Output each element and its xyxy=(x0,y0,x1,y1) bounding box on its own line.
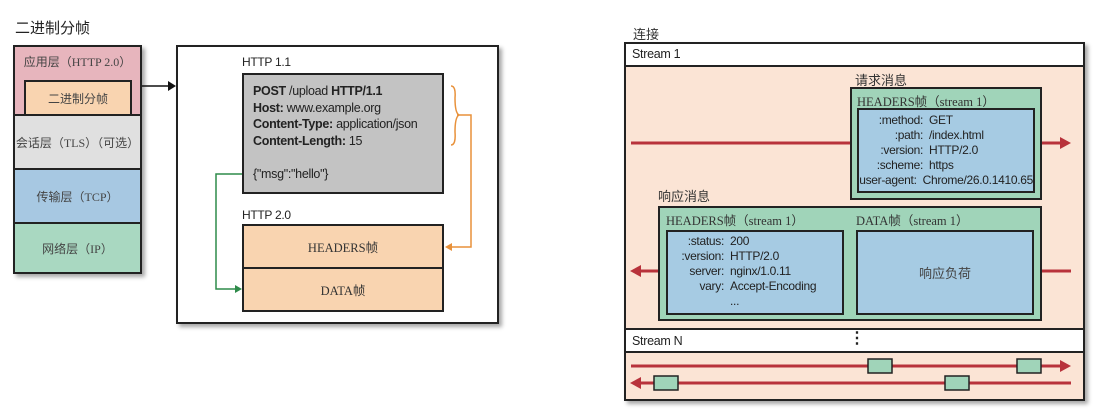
response-headers-box: :status: 200 :version: HTTP/2.0 server: ngi… xyxy=(666,230,844,315)
header-key: Content-Type: xyxy=(253,117,333,131)
method: POST xyxy=(253,84,286,98)
request-body: {"msg":"hello"} xyxy=(253,167,329,181)
response-message-label: 响应消息 xyxy=(658,189,711,204)
header-key: :scheme: xyxy=(876,158,924,172)
arrow-right-icon xyxy=(1060,360,1071,372)
header-key: Content-Length: xyxy=(253,133,346,148)
header-value: /index.html xyxy=(929,128,984,142)
arrow-right-icon xyxy=(1060,137,1071,149)
request-message-label: 请求消息 xyxy=(855,73,908,88)
header-value: application/json xyxy=(332,117,418,131)
header-value: ... xyxy=(730,294,740,308)
header-value: Chrome/26.0.1410.65 xyxy=(922,173,1034,187)
response-payload: 响应负荷 xyxy=(856,230,1034,315)
arrow-head-icon xyxy=(168,81,176,91)
frame-title: HEADERS帧（stream 1） xyxy=(857,95,995,109)
frame-block xyxy=(1016,358,1042,374)
header-value: 200 xyxy=(730,234,750,248)
request-headers-box: :method: GET :path: /index.html :version: H… xyxy=(857,108,1035,193)
orange-connector xyxy=(452,114,472,248)
stream1-header: Stream 1 xyxy=(626,44,1083,67)
http20-label: HTTP 2.0 xyxy=(242,208,291,222)
http11-label: HTTP 1.1 xyxy=(242,55,291,69)
green-arrow-head-icon xyxy=(235,285,242,293)
protocol: HTTP/1.1 xyxy=(331,84,383,98)
request-headers-frame: HEADERS帧（stream 1） :method: GET :path: /in… xyxy=(850,87,1042,200)
binary-framing-title: 二进制分帧 xyxy=(15,20,91,37)
path: /upload xyxy=(285,84,332,98)
header-key: Host: xyxy=(253,100,284,115)
arrow-left-icon xyxy=(630,265,641,277)
layer-binary-framing: 二进制分帧 xyxy=(24,80,132,116)
data-frame: DATA帧 xyxy=(242,267,444,312)
header-value: nginx/1.0.11 xyxy=(730,264,791,278)
ellipsis-dots: ⋮ xyxy=(849,330,865,347)
response-headers-title: HEADERS帧（stream 1） xyxy=(666,214,804,228)
header-key xyxy=(668,294,730,309)
header-key: user-agent: xyxy=(859,173,917,187)
header-key: :version: xyxy=(681,249,724,263)
header-value: www.example.org xyxy=(283,100,381,115)
frame-block xyxy=(944,375,970,391)
arrow-left-icon xyxy=(630,377,641,389)
frame-block xyxy=(653,375,679,391)
header-key: :version: xyxy=(880,143,923,157)
header-key: :path: xyxy=(894,128,924,142)
streamN-header: Stream N xyxy=(626,328,1083,353)
response-message: HEADERS帧（stream 1） DATA帧（stream 1） :stat… xyxy=(658,206,1042,321)
header-value: Accept-Encoding xyxy=(730,279,817,293)
header-value: HTTP/2.0 xyxy=(929,143,978,157)
header-value: https xyxy=(929,158,954,172)
green-connector xyxy=(215,173,242,290)
header-key: server: xyxy=(689,264,724,278)
response-data-title: DATA帧（stream 1） xyxy=(856,214,969,228)
header-value: HTTP/2.0 xyxy=(730,249,779,263)
header-value: GET xyxy=(929,113,953,127)
frame-block xyxy=(867,358,893,374)
layer-session: 会话层（TLS）（可选） xyxy=(15,114,140,168)
header-key: :method: xyxy=(878,113,924,127)
header-key: vary: xyxy=(699,279,724,293)
http11-request: POST /upload HTTP/1.1 Host: www.example.… xyxy=(242,73,444,194)
connection-title: 连接 xyxy=(633,27,660,42)
orange-arrow-head-icon xyxy=(445,243,452,251)
header-key: :status: xyxy=(687,234,725,248)
protocol-stack: 应用层（HTTP 2.0） 二进制分帧 会话层（TLS）（可选） 传输层（TCP… xyxy=(13,45,142,274)
layer-transport: 传输层（TCP） xyxy=(15,168,140,222)
header-value: 15 xyxy=(345,133,363,148)
http-comparison-panel xyxy=(176,45,499,324)
layer-network: 网络层（IP） xyxy=(15,222,140,272)
